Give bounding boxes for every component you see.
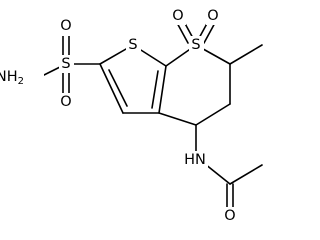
bond-c4-c3a (158, 112, 197, 126)
bond-c5-c4 (195, 103, 231, 126)
bond-c2-c3 (99, 63, 124, 114)
atom-sulfone-sulfur: S (191, 37, 200, 53)
bonds (43, 17, 263, 214)
molecule-diagram: S S O O S O O NH2 HN O (0, 7, 263, 225)
atom-sulfone-oxygen-right: O (207, 8, 218, 24)
atom-thiophene-sulfur: S (128, 37, 137, 53)
atom-sulfonamide-oxygen-top: O (60, 18, 71, 34)
atom-labels: S S O O S O O NH2 HN O (0, 7, 238, 225)
bond-c6-methyl (229, 44, 263, 65)
bond-c3a-c7a-double (151, 70, 159, 109)
bond-c3a-c7a (158, 65, 167, 114)
structure-svg: S S O O S O O NH2 HN O (0, 7, 263, 225)
bond-carbonyl-methyl (229, 164, 263, 185)
bond-c2-c3-double (108, 69, 128, 107)
atom-sulfone-oxygen-left: O (172, 8, 183, 24)
atom-sulfonamide-sulfur: S (61, 56, 70, 72)
atom-sulfonamide-oxygen-bottom: O (60, 94, 71, 110)
bond-n-carbonyl (204, 163, 231, 185)
atom-amide-nitrogen: HN (184, 152, 206, 168)
atom-amine-nitrogen: NH2 (0, 69, 24, 87)
atom-carbonyl-oxygen: O (224, 208, 235, 224)
